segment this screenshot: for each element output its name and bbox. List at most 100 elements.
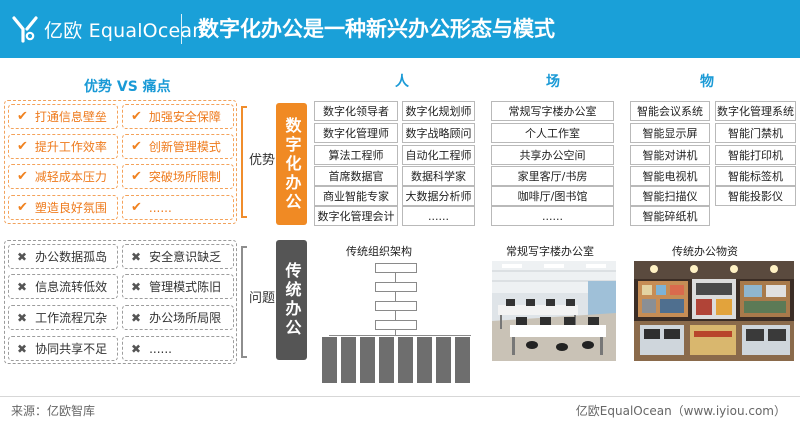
cross-icon: ✖ (17, 310, 28, 325)
advantages-panel (4, 100, 237, 224)
brand-text: 亿欧 EqualOcean (44, 19, 205, 42)
pain-point-label: 信息流转低效 (35, 280, 108, 294)
brand-logo: 亿欧 EqualOcean (12, 14, 204, 44)
people-item: 数字化领导者 (314, 101, 398, 121)
people-item: 算法工程师 (314, 145, 398, 165)
advantage-label: ...... (148, 200, 172, 215)
advantage-item: ✔突破场所限制 (122, 164, 234, 189)
advantage-label: 提升工作效率 (34, 140, 107, 154)
org-connector (329, 335, 471, 336)
org-leaf (417, 337, 432, 383)
advantage-label-tag: 优势 (249, 153, 276, 168)
check-icon: ✔ (131, 139, 142, 154)
cross-icon: ✖ (131, 310, 142, 325)
place-item: ...... (491, 206, 614, 226)
thing-item: 智能电视机 (630, 166, 710, 186)
header-bar: 亿欧 EqualOcean 数字化办公是一种新兴办公形态与模式 (0, 0, 800, 58)
org-node-top (375, 263, 417, 273)
check-icon: ✔ (131, 200, 142, 215)
thing-item: 智能门禁机 (715, 123, 796, 143)
advantage-label: 减轻成本压力 (34, 170, 107, 184)
advantage-item: ✔打通信息壁垒 (8, 104, 118, 129)
place-item: 咖啡厅/图书馆 (491, 186, 614, 206)
digital-office-block: 数字化办公 (276, 103, 307, 225)
check-icon: ✔ (17, 200, 28, 215)
advantage-item: ✔ 提升工作效率 (8, 134, 118, 159)
advantage-item: ✔ 塑造良好氛围 (8, 195, 118, 220)
org-connector (395, 311, 396, 320)
column-title-people: 人 (395, 74, 409, 90)
advantage-item: ✔...... (122, 195, 234, 220)
advantage-bracket (241, 106, 247, 218)
org-node (375, 320, 417, 330)
logo-mark-icon (12, 15, 38, 43)
check-icon: ✔ (131, 109, 142, 124)
thing-item: 智能扫描仪 (630, 186, 710, 206)
org-node (375, 301, 417, 311)
pain-point-item: ✖办公数据孤岛 (8, 244, 118, 269)
problem-label-tag: 问题 (249, 291, 276, 306)
place-item: 家里客厅/书房 (491, 166, 614, 186)
traditional-office-block: 传统办公 (276, 240, 307, 360)
people-item: 大数据分析师 (402, 186, 475, 206)
pain-point-item: ✖ 协同共享不足 (8, 336, 118, 361)
org-leaf (455, 337, 470, 383)
people-item: ...... (402, 206, 475, 226)
people-item: 数据科学家 (402, 166, 475, 186)
pain-point-label: 工作流程冗杂 (35, 311, 108, 325)
supplies-photo-caption: 传统办公物资 (672, 245, 738, 258)
place-item: 个人工作室 (491, 123, 614, 143)
org-connector (395, 330, 396, 335)
cross-icon: ✖ (17, 249, 28, 264)
thing-item: 智能显示屏 (630, 123, 710, 143)
thing-item: 智能打印机 (715, 145, 796, 165)
org-connector (395, 273, 396, 282)
pain-point-label: 安全意识缺乏 (149, 250, 222, 264)
thing-item: 智能标签机 (715, 166, 796, 186)
cross-icon: ✖ (131, 249, 142, 264)
pain-point-label: 协同共享不足 (35, 342, 108, 356)
thing-item: 智能碎纸机 (630, 206, 710, 226)
pain-point-item: ✖...... (122, 336, 234, 361)
org-node (375, 282, 417, 292)
org-leaf (436, 337, 451, 383)
advantage-label: 塑造良好氛围 (34, 201, 107, 215)
org-leaf (379, 337, 394, 383)
pain-point-item: ✖ 安全意识缺乏 (122, 244, 234, 269)
thing-item: 智能投影仪 (715, 186, 796, 206)
place-item: 共享办公空间 (491, 145, 614, 165)
advantage-item: ✔加强安全保障 (122, 104, 234, 129)
people-item: 数字化管理师 (314, 123, 398, 143)
advantage-label: 打通信息壁垒 (34, 110, 107, 124)
column-title-things: 物 (700, 74, 714, 90)
cross-icon: ✖ (131, 341, 142, 356)
org-leaf (398, 337, 413, 383)
cross-icon: ✖ (131, 279, 142, 294)
footer-divider (0, 396, 800, 397)
advantage-item: ✔ 减轻成本压力 (8, 164, 118, 189)
pain-point-label: 管理模式陈旧 (149, 280, 222, 294)
check-icon: ✔ (17, 169, 28, 184)
thing-item: 智能会议系统 (630, 101, 710, 121)
people-item: 数字化规划师 (402, 101, 475, 121)
org-leaf (322, 337, 337, 383)
problem-bracket (241, 246, 247, 358)
check-icon: ✔ (131, 169, 142, 184)
pain-point-item: ✖办公场所局限 (122, 305, 234, 330)
cross-icon: ✖ (17, 279, 28, 294)
people-item: 首席数据官 (314, 166, 398, 186)
check-icon: ✔ (17, 139, 28, 154)
thing-item: 数字化管理系统 (715, 101, 796, 121)
pain-point-item: ✖ 管理模式陈旧 (122, 274, 234, 299)
place-item: 常规写字楼办公室 (491, 101, 614, 121)
pain-point-label: ...... (149, 341, 172, 356)
cross-icon: ✖ (17, 341, 28, 356)
org-chart-caption: 传统组织架构 (346, 245, 412, 258)
org-leaf (360, 337, 375, 383)
column-title-left: 优势 VS 痛点 (84, 79, 171, 95)
pain-point-item: ✖ 工作流程冗杂 (8, 305, 118, 330)
people-item: 数字化管理会计 (314, 206, 398, 226)
advantage-item: ✔创新管理模式 (122, 134, 234, 159)
people-item: 数字战略顾问 (402, 123, 475, 143)
pain-point-item: ✖ 信息流转低效 (8, 274, 118, 299)
